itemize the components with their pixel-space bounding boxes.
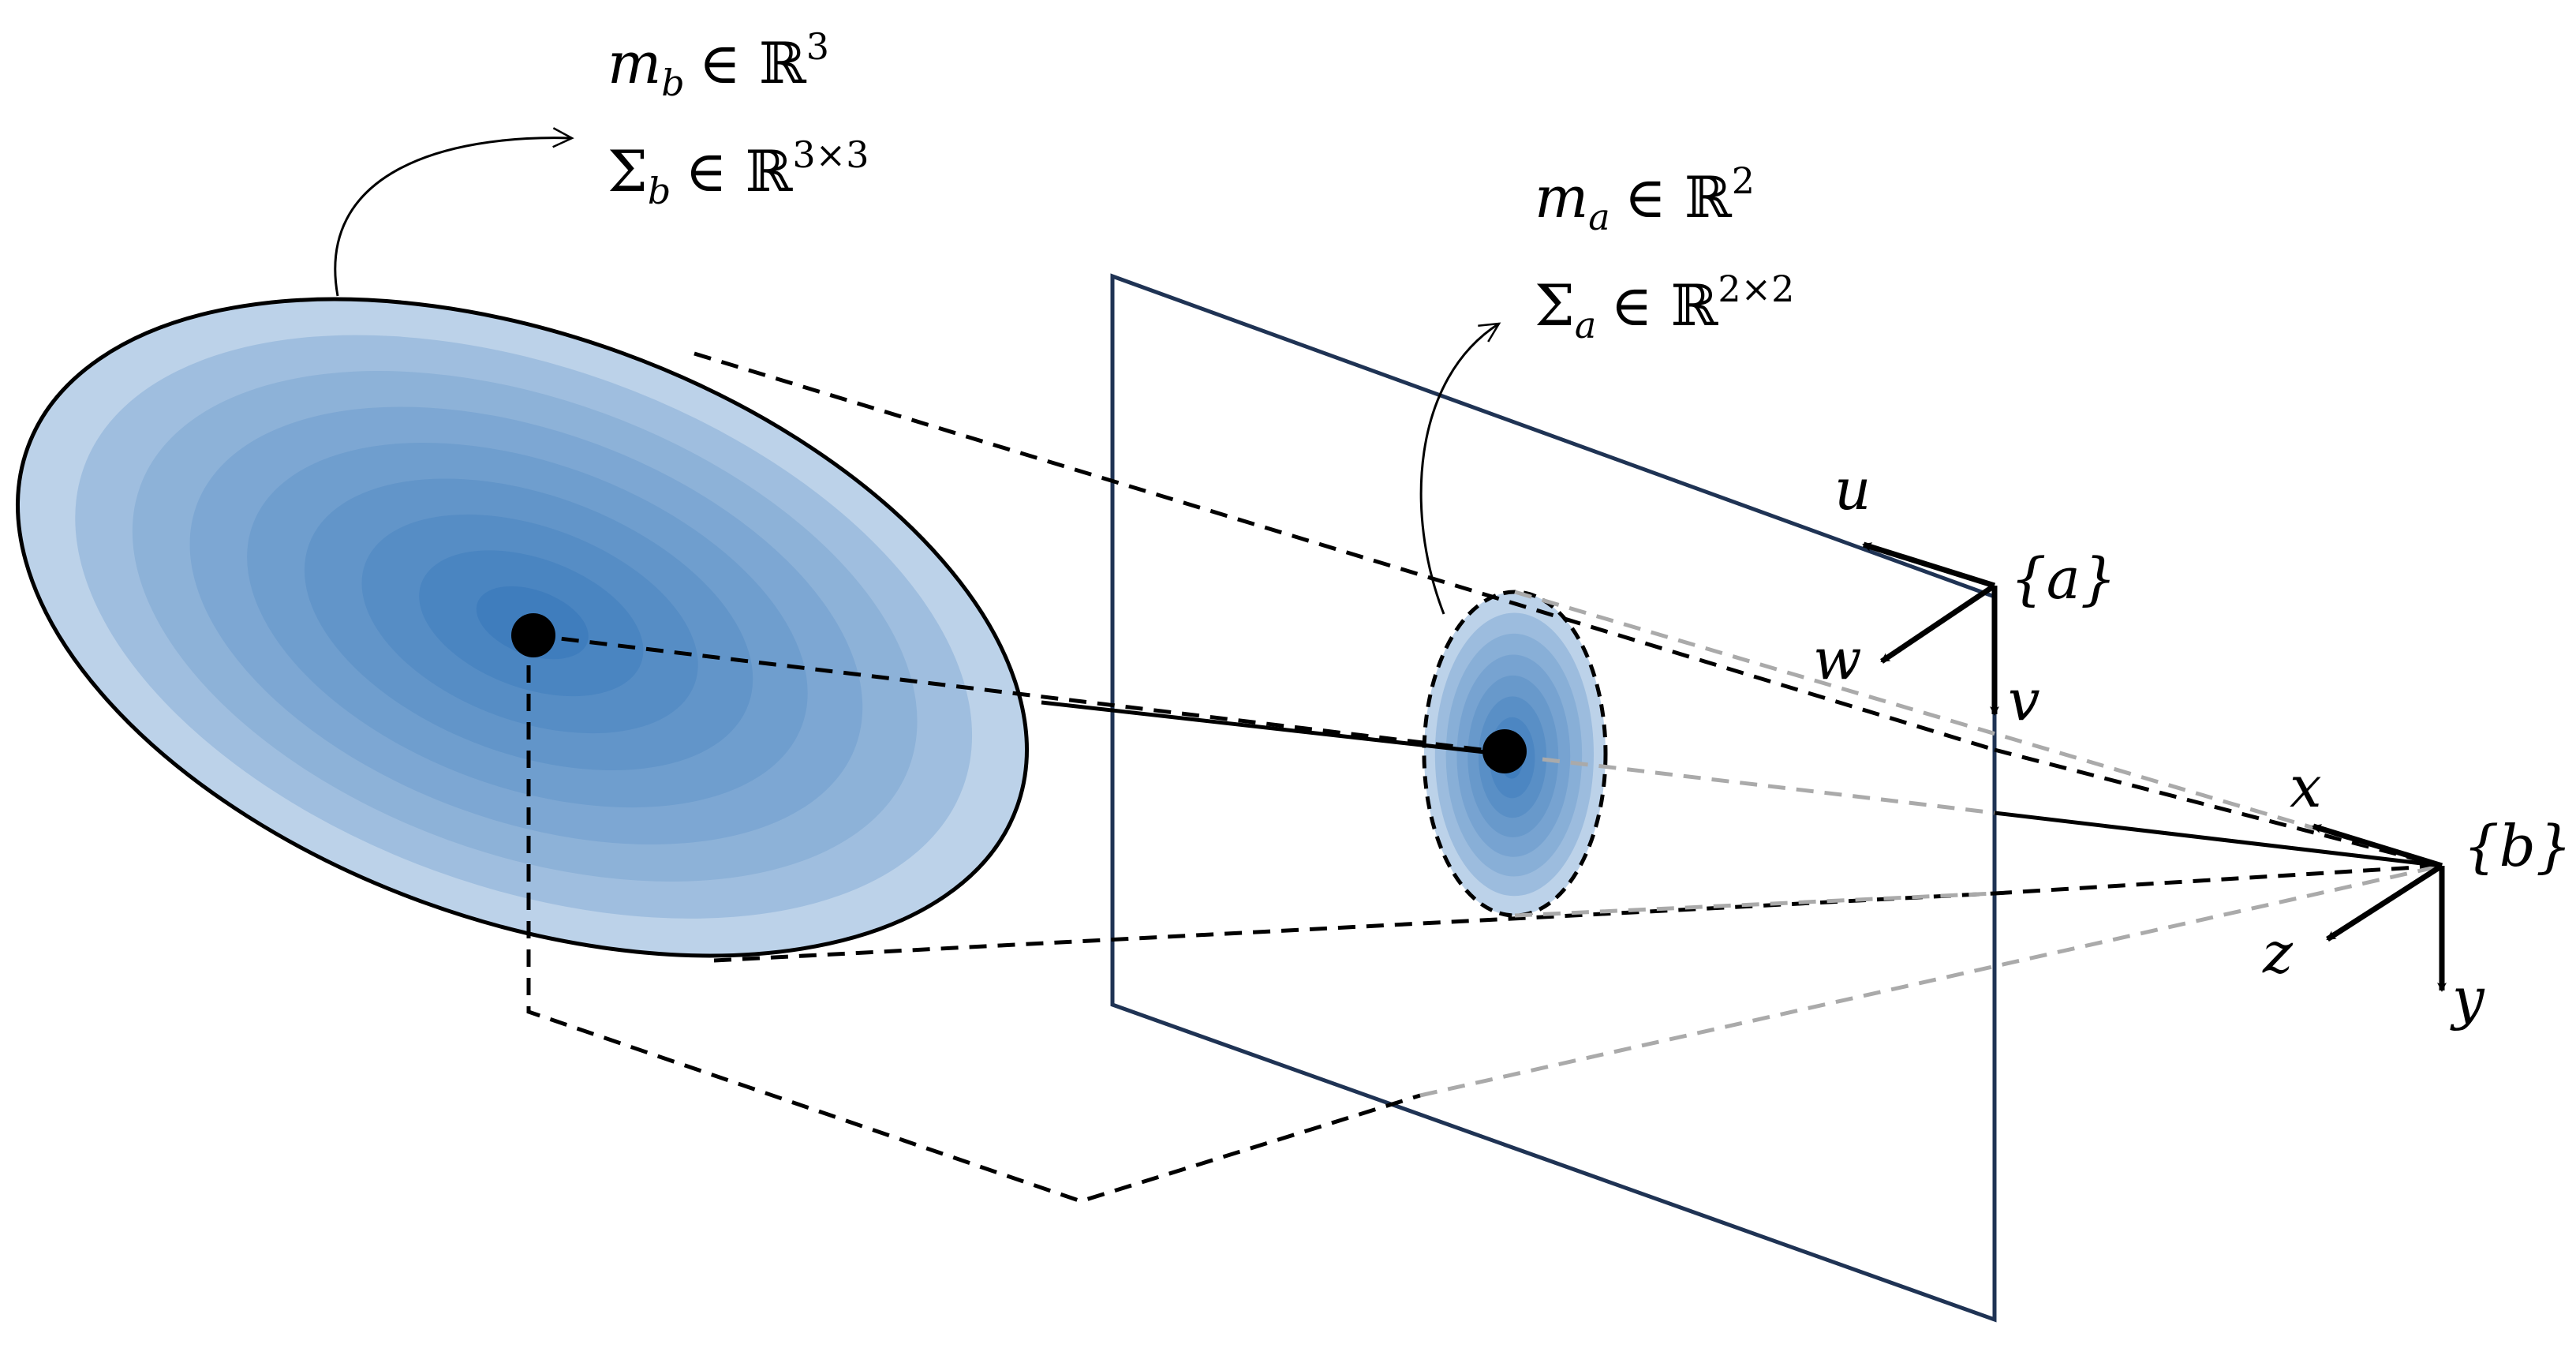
- projection-line-bottom-far: [1994, 863, 2443, 896]
- projection-line-light-bottom: [1514, 891, 1995, 918]
- label-axis-y: y: [2450, 965, 2485, 1032]
- axis-u-arrow: [1862, 541, 1996, 589]
- axis-z-arrow: [2326, 863, 2443, 942]
- annotation-arrow-3d: [334, 127, 574, 297]
- label-frame-a: {a}: [2010, 545, 2117, 612]
- label-frame-b: {b}: [2463, 813, 2572, 879]
- label-axis-x: x: [2290, 754, 2322, 820]
- label-mean-3d: mb∈ ℝ3: [608, 25, 829, 104]
- projection-line-light-top: [1514, 590, 2443, 868]
- projection-line-center: [533, 633, 1516, 756]
- label-covariance-3d: Σb∈ ℝ3×3: [608, 133, 869, 212]
- projection-line-top-far: [1994, 747, 2443, 868]
- mean-2d-point: [1482, 729, 1527, 773]
- label-mean-2d: ma∈ ℝ2: [1535, 159, 1755, 238]
- annotation-arrow-2d: [1419, 322, 1501, 615]
- axis-x-arrow: [2312, 823, 2443, 869]
- gaussian-3d-ellipse: [16, 297, 1029, 958]
- frame-a-axes: [1862, 541, 1999, 716]
- label-covariance-2d: Σa∈ ℝ2×2: [1535, 268, 1794, 346]
- frame-b-axes: [2312, 823, 2447, 992]
- projection-line-light-mid: [1542, 757, 1995, 815]
- center-ray-back: [1994, 811, 2443, 868]
- projection-line-bottom: [713, 891, 1995, 963]
- label-axis-w: w: [1813, 626, 1862, 692]
- label-axis-u: u: [1834, 456, 1871, 522]
- gaussian-3d-outline: [16, 297, 1029, 958]
- mean-3d-point: [511, 613, 555, 657]
- center-ray-front: [1041, 700, 1500, 756]
- image-plane: [1110, 273, 1997, 1323]
- axis-w-arrow: [1880, 583, 1996, 664]
- projection-line-light-low: [1419, 863, 2443, 1098]
- label-axis-v: v: [2008, 667, 2040, 733]
- label-axis-z: z: [2262, 919, 2294, 986]
- camera-frame-depth-line: [526, 637, 1421, 1204]
